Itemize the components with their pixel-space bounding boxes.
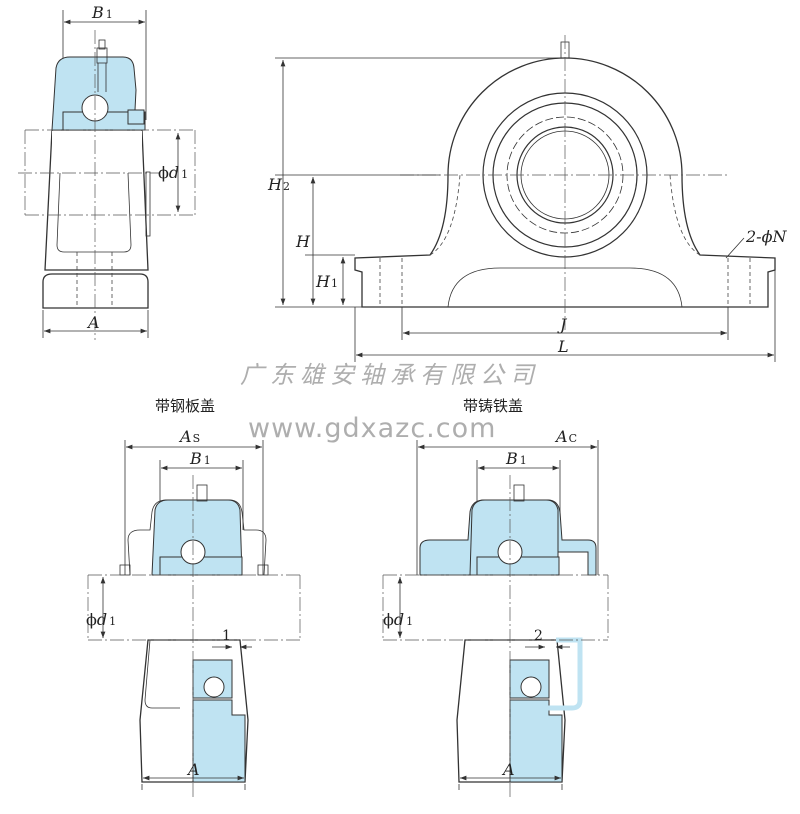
housing-base: [42, 273, 149, 309]
steel-cover-title: 带钢板盖: [155, 397, 215, 415]
h-label: H: [295, 232, 311, 251]
mounting-hole-label: 2-ϕN: [745, 227, 787, 246]
detail-2-label: 2: [534, 628, 543, 644]
h1-label: H1: [315, 272, 338, 291]
j-label: J: [557, 315, 568, 334]
grease-nipple-icon: [96, 47, 108, 64]
a-label: A: [86, 313, 100, 332]
as-label: AS: [178, 427, 200, 446]
a-label: A: [501, 760, 515, 779]
pillow-block-housing: [354, 57, 776, 308]
ac-label: AC: [554, 427, 577, 446]
front-view: H2 H H1 2-ϕN J L: [267, 35, 787, 362]
detail-1-label: 1: [222, 628, 231, 644]
watermark-company: 广东雄安轴承有限公司: [240, 361, 540, 389]
a-label: A: [186, 760, 200, 779]
cast-cover-title: 带铸铁盖: [463, 397, 523, 415]
watermark-website: www.gdxazc.com: [248, 413, 496, 444]
h2-label: H2: [267, 175, 290, 194]
grease-nipple-icon: [196, 484, 208, 502]
grease-nipple-icon: [513, 484, 525, 502]
l-label: L: [557, 337, 569, 356]
